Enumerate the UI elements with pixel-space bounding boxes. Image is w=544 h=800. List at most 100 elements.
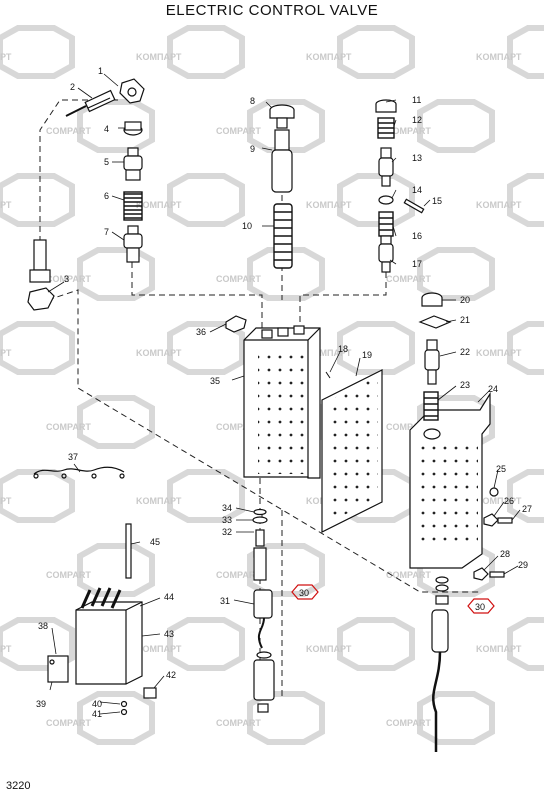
part-4-nut	[123, 121, 143, 136]
label-part-18: 18	[338, 344, 348, 354]
watermark-text: COMPART	[216, 570, 261, 580]
label-part-39: 39	[36, 699, 46, 709]
watermark-text: COMPART	[216, 422, 261, 432]
part-13-plunger	[378, 147, 394, 187]
watermark-layer: KOMПАРТ KOMПАРТ KOMПАРТ KOMПАРТ COMPART COMPA…	[0, 25, 544, 745]
part-6-spring	[123, 191, 143, 221]
label-part-44: 44	[164, 592, 174, 602]
label-part-21: 21	[460, 315, 470, 325]
watermark-hexagon	[167, 469, 245, 523]
watermark-text: KOMПАРТ	[0, 644, 12, 654]
part-17-valve-body	[378, 235, 394, 273]
watermark-hexagon	[247, 691, 325, 745]
watermark-hexagon	[507, 25, 544, 79]
part-22-plunger	[424, 339, 440, 385]
watermark-hexagon	[0, 469, 75, 523]
watermark-text: KOMПАРТ	[0, 52, 12, 62]
watermark-hexagon	[417, 691, 495, 745]
label-part-37: 37	[68, 452, 78, 462]
watermark-hexagon	[337, 617, 415, 671]
watermark-text: KOMПАРТ	[306, 644, 352, 654]
part-2-sensor-probe	[65, 89, 116, 117]
part-16-spring	[378, 211, 394, 237]
part-45-rod	[125, 523, 132, 579]
label-part-24: 24	[488, 384, 498, 394]
part-38-39-connector	[47, 655, 69, 683]
watermark-text: KOMПАРТ	[476, 200, 522, 210]
callout-hexagons	[291, 584, 495, 614]
diagram-title: ELECTRIC CONTROL VALVE	[165, 2, 379, 19]
label-part-17: 17	[412, 259, 422, 269]
watermark-text: COMPART	[216, 718, 261, 728]
label-part-15: 15	[432, 196, 442, 206]
part-36-small-clip	[225, 315, 247, 333]
label-part-12: 12	[412, 115, 422, 125]
part-9-solenoid-stem	[271, 129, 293, 193]
watermark-text: KOMПАРТ	[476, 644, 522, 654]
watermark-hexagon	[507, 321, 544, 375]
watermark-text: KOMПАРТ	[306, 348, 352, 358]
label-part-10: 10	[242, 221, 252, 231]
part-24-housing	[409, 391, 491, 569]
part-12-spring	[377, 117, 395, 139]
part-8-cap	[269, 104, 295, 129]
label-part-23: 23	[460, 380, 470, 390]
label-part-36: 36	[196, 327, 206, 337]
part-26-27-bolt	[483, 513, 513, 527]
part-11-cap	[375, 99, 397, 113]
watermark-text: COMPART	[216, 126, 261, 136]
label-part-29: 29	[518, 560, 528, 570]
watermark-text: COMPART	[386, 718, 431, 728]
part-23-spring	[423, 391, 439, 421]
watermark-hexagon	[167, 617, 245, 671]
watermark-text: COMPART	[46, 718, 91, 728]
watermark-hexagon	[507, 469, 544, 523]
label-part-16: 16	[412, 231, 422, 241]
label-part-34: 34	[222, 503, 232, 513]
watermark-text: COMPART	[386, 422, 431, 432]
watermark-text: COMPART	[386, 126, 431, 136]
watermark-text: KOMПАРТ	[306, 200, 352, 210]
watermark-hexagon	[0, 321, 75, 375]
label-part-11: 11	[412, 95, 421, 105]
label-part-3: 3	[64, 274, 69, 284]
label-part-40: 40	[92, 699, 102, 709]
part-43-44-harness-box	[75, 587, 143, 685]
label-part-26: 26	[504, 496, 514, 506]
part-15-pin	[403, 198, 425, 214]
watermark-hexagon	[167, 173, 245, 227]
watermark-hexagon	[77, 247, 155, 301]
label-part-5: 5	[104, 157, 109, 167]
watermark-hexagon	[337, 321, 415, 375]
label-part-4: 4	[104, 124, 109, 134]
part-3-lower-connector	[27, 239, 55, 311]
watermark-hexagon	[0, 25, 75, 79]
watermark-hexagon	[77, 543, 155, 597]
part-37-wire-harness	[33, 466, 125, 479]
label-part-43: 43	[164, 629, 174, 639]
label-part-41: 41	[92, 709, 102, 719]
label-part-33: 33	[222, 515, 232, 525]
label-part-45: 45	[150, 537, 160, 547]
label-part-30-right: 30	[475, 602, 485, 612]
label-part-42: 42	[166, 670, 176, 680]
label-part-19: 19	[362, 350, 372, 360]
label-part-13: 13	[412, 153, 422, 163]
part-1-elbow-fitting	[119, 78, 145, 104]
watermark-text: KOMПАРТ	[476, 52, 522, 62]
label-part-9: 9	[250, 144, 255, 154]
part-18-gasket-thin	[325, 371, 331, 379]
watermark-text: COMPART	[386, 274, 431, 284]
watermark-hexagon	[167, 321, 245, 375]
label-part-38: 38	[38, 621, 48, 631]
label-part-25: 25	[496, 464, 506, 474]
watermark-hexagon	[417, 247, 495, 301]
watermark-text: KOMПАРТ	[0, 200, 12, 210]
part-40-41-42-fasteners	[120, 687, 157, 716]
label-part-6: 6	[104, 191, 109, 201]
watermark-hexagon	[77, 691, 155, 745]
label-part-32: 32	[222, 527, 232, 537]
watermark-text: KOMПАРТ	[136, 200, 182, 210]
watermark-text: KOMПАРТ	[0, 348, 12, 358]
